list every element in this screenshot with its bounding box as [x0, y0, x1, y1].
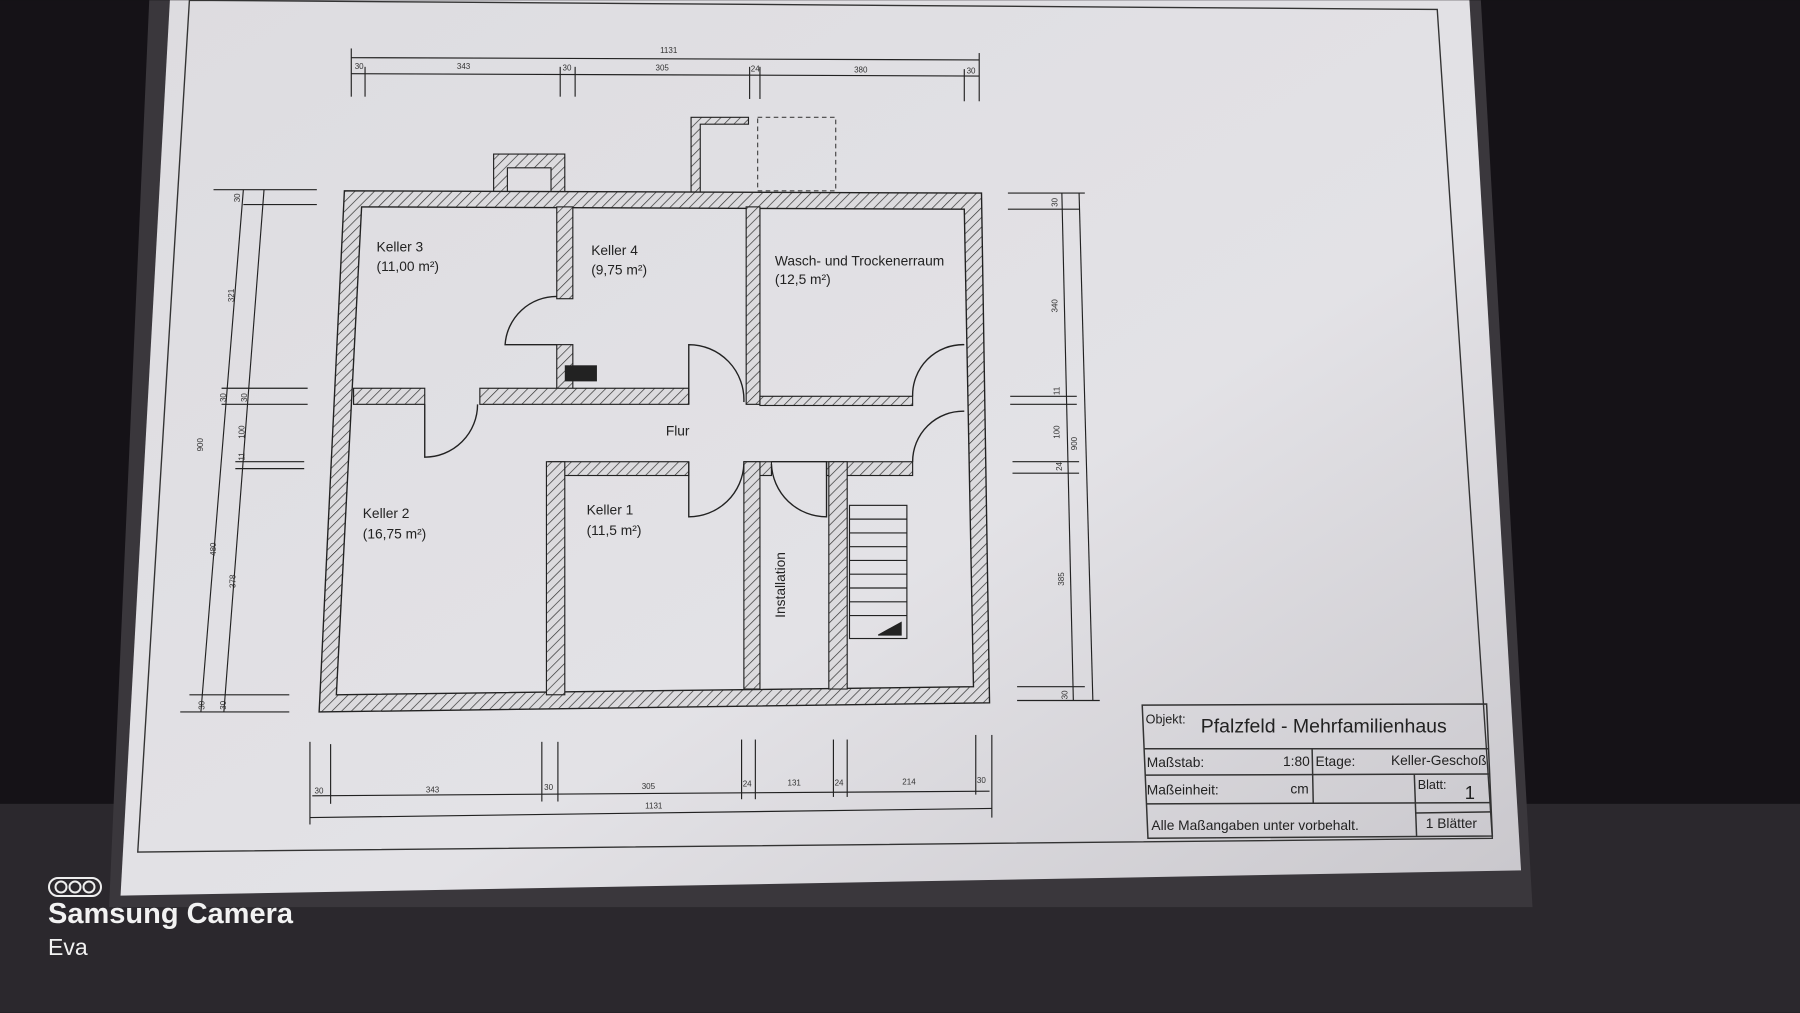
dim-bottom-1: 30 — [315, 786, 324, 795]
watermark-user: Eva — [48, 934, 88, 960]
objekt-value: Pfalzfeld - Mehrfamilienhaus — [1201, 716, 1447, 738]
dashed-shaft — [757, 116, 837, 192]
door-wasch — [911, 343, 965, 397]
dim-right-3: 11 — [1053, 386, 1062, 395]
dim-bottom-4: 305 — [642, 782, 656, 791]
floor-plan: Keller 3 (11,00 m²) Keller 4 (9,75 m²) W… — [318, 116, 991, 713]
room-wasch-name: Wasch- und Trockenerraum — [775, 253, 944, 268]
room-keller4-name: Keller 4 — [591, 243, 638, 258]
dim-left-2: 321 — [227, 288, 236, 302]
door-keller2 — [424, 404, 479, 458]
dim-right-5: 24 — [1055, 461, 1064, 470]
room-keller3-area: (11,00 m²) — [377, 259, 439, 274]
dim-bottom-2: 343 — [426, 785, 440, 794]
doors — [424, 295, 965, 518]
samsung-camera-logo-icon — [48, 877, 102, 902]
dim-bottom-3: 30 — [544, 783, 553, 792]
dimension-lines — [180, 48, 1100, 825]
room-keller2-name: Keller 2 — [363, 506, 410, 521]
massstab-label: Maßstab: — [1147, 755, 1204, 770]
dim-top-7: 30 — [967, 67, 976, 76]
dim-bottom-6: 131 — [788, 778, 802, 787]
room-keller1-name: Keller 1 — [587, 503, 634, 518]
dim-left-6: 11 — [238, 452, 247, 461]
dim-top-3: 30 — [563, 63, 572, 72]
dim-left-sub-1: 480 — [209, 542, 218, 556]
inner-walls — [352, 206, 914, 696]
door-keller4 — [688, 343, 745, 405]
door-keller1 — [688, 461, 745, 518]
dim-left-3: 30 — [219, 393, 228, 402]
objekt-label: Objekt: — [1146, 712, 1186, 726]
blatt-value: 1 — [1465, 782, 1475, 803]
dim-bottom-7: 24 — [835, 778, 844, 787]
dim-left-1: 30 — [233, 193, 242, 202]
room-keller4-area: (9,75 m²) — [591, 263, 647, 278]
door-stairs — [911, 410, 965, 462]
dim-bottom-8: 214 — [902, 777, 916, 786]
disclaimer-note: Alle Maßangaben unter vorbehalt. — [1151, 818, 1358, 833]
etage-label: Etage: — [1316, 754, 1356, 769]
dim-left-7: 378 — [228, 574, 237, 588]
dimension-labels: 1131 30 343 30 305 24 380 30 30 343 30 3… — [196, 46, 1079, 810]
masseinheit-value: cm — [1290, 781, 1308, 796]
dim-top-total: 1131 — [660, 46, 678, 55]
dim-right-2: 340 — [1050, 299, 1059, 313]
room-keller1-area: (11,5 m²) — [587, 523, 642, 538]
paper-sheet — [120, 0, 1522, 896]
dim-bottom-5: 24 — [743, 780, 752, 789]
drawing-border — [137, 0, 1494, 853]
dim-right-6: 385 — [1057, 572, 1066, 586]
door-keller3 — [504, 295, 557, 346]
dim-top-5: 24 — [751, 64, 760, 73]
dim-top-6: 380 — [854, 66, 868, 75]
dim-left-sub-2: 30 — [197, 700, 206, 709]
vent-icon — [564, 365, 597, 382]
masseinheit-label: Maßeinheit: — [1147, 783, 1219, 798]
title-block: Objekt: Pfalzfeld - Mehrfamilienhaus Maß… — [1141, 703, 1494, 840]
dim-top-1: 30 — [355, 62, 364, 71]
massstab-value: 1:80 — [1283, 754, 1310, 769]
dim-left-5: 100 — [238, 425, 247, 439]
room-flur-name: Flur — [666, 423, 690, 438]
dim-right-4: 100 — [1053, 425, 1062, 439]
room-wasch-area: (12,5 m²) — [775, 272, 831, 287]
watermark-camera: Samsung Camera — [48, 898, 293, 930]
outer-wall — [318, 190, 991, 713]
dim-right-7: 30 — [1061, 690, 1070, 699]
etage-value: Keller-Geschoß — [1391, 753, 1487, 768]
dim-left-9: 30 — [219, 700, 228, 709]
blaetter-count: 1 Blätter — [1426, 816, 1478, 831]
staircase — [848, 504, 908, 640]
door-installation — [770, 461, 828, 518]
room-installation-name: Installation — [773, 552, 788, 618]
dim-right-1: 30 — [1050, 197, 1059, 206]
dim-left-total: 900 — [196, 437, 205, 451]
blatt-label: Blatt: — [1418, 778, 1447, 792]
dim-top-2: 343 — [457, 62, 471, 71]
room-keller3-name: Keller 3 — [377, 240, 424, 255]
room-keller2-area: (16,75 m²) — [363, 527, 427, 542]
dim-top-4: 305 — [655, 63, 669, 72]
dim-right-total: 900 — [1070, 436, 1079, 450]
dim-bottom-total: 1131 — [645, 801, 663, 810]
dim-bottom-9: 30 — [977, 776, 986, 785]
dim-left-4: 30 — [240, 393, 249, 402]
